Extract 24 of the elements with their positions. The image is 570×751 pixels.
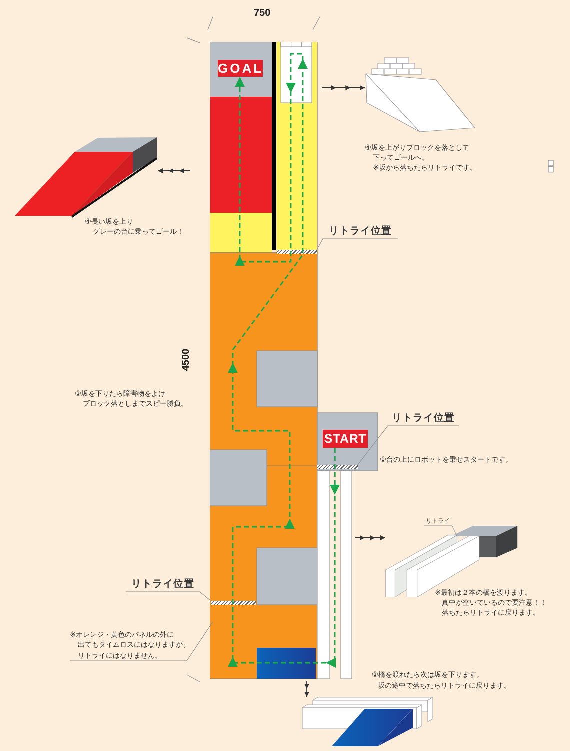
pointer-arrow <box>304 680 310 698</box>
hatched-strip <box>211 601 256 605</box>
pointer-arrow <box>322 86 366 90</box>
ramp-with-blocks-illustration <box>365 56 476 133</box>
leader-line <box>70 622 214 662</box>
dimension-value: 750 <box>254 8 271 20</box>
start-badge: START <box>323 430 368 448</box>
dimension-value: 4500 <box>181 348 193 372</box>
goal-badge: GOAL <box>218 60 263 77</box>
hatched-strip <box>317 465 358 469</box>
pointer-arrow <box>158 168 190 174</box>
route-arrow <box>228 53 340 668</box>
pointer-arrow <box>354 536 386 540</box>
leader-line <box>424 525 458 538</box>
leader-line <box>126 592 212 602</box>
long-ramp-illustration <box>15 137 158 218</box>
ramp-illustration <box>302 697 433 747</box>
callout-label: リトライ位置 <box>388 411 459 426</box>
bridge-illustration <box>385 526 518 598</box>
callout-label: リトライ位置 <box>323 224 398 239</box>
leader-line <box>358 426 460 466</box>
callout-label: リトライ位置 <box>126 577 200 592</box>
hatched-strip <box>277 250 317 254</box>
leader-line <box>316 238 398 250</box>
